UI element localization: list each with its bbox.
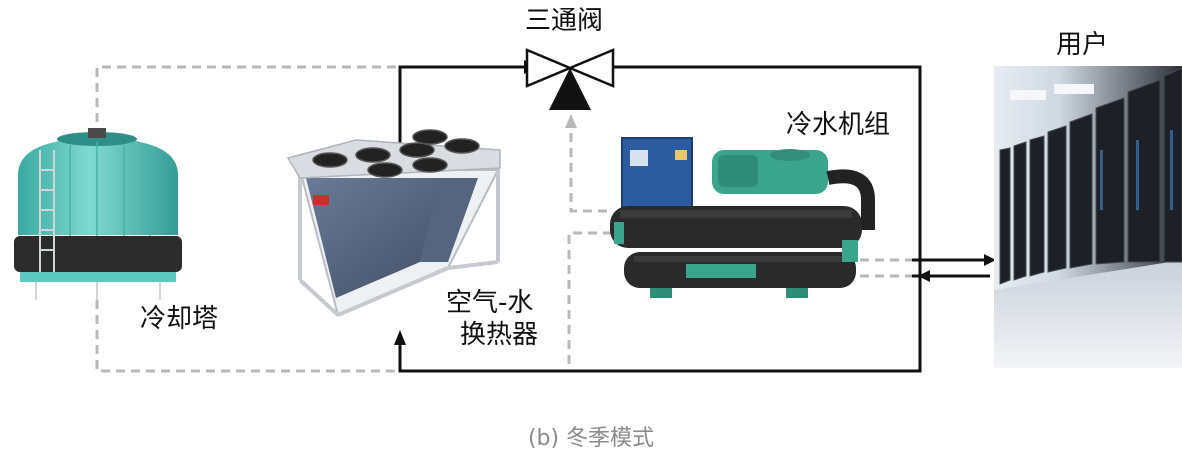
tower-return-pipe <box>95 300 400 373</box>
figure-caption: (b) 冬季模式 <box>527 426 655 451</box>
cooling-tower-icon <box>14 128 182 300</box>
cooling-tower-label: 冷却塔 <box>140 304 219 334</box>
heat-exchanger-label-line2: 换热器 <box>460 320 539 350</box>
heat-exchanger-icon <box>286 129 501 317</box>
active-pipes <box>398 65 990 373</box>
server-rack-icon <box>994 66 1182 368</box>
chiller-label: 冷水机组 <box>786 110 891 140</box>
arrow-to-user <box>984 254 996 266</box>
exchanger-to-valve-pipe <box>398 65 525 150</box>
three-way-valve-icon <box>525 48 615 110</box>
heat-exchanger-label-line1: 空气-水 <box>446 288 534 318</box>
user-label: 用户 <box>1056 30 1109 60</box>
arrow-up-exchanger <box>394 330 406 345</box>
valve-label: 三通阀 <box>525 6 604 36</box>
chiller-condenser-pipe <box>567 231 612 371</box>
tower-to-valve-pipe <box>95 65 400 137</box>
arrow-valve-bottom <box>565 114 577 128</box>
valve-bypass-pipe <box>569 118 612 213</box>
inactive-pipes <box>95 65 912 373</box>
arrow-from-user <box>918 270 930 282</box>
valve-to-user-pipe <box>398 65 922 373</box>
chiller-icon <box>610 137 875 298</box>
